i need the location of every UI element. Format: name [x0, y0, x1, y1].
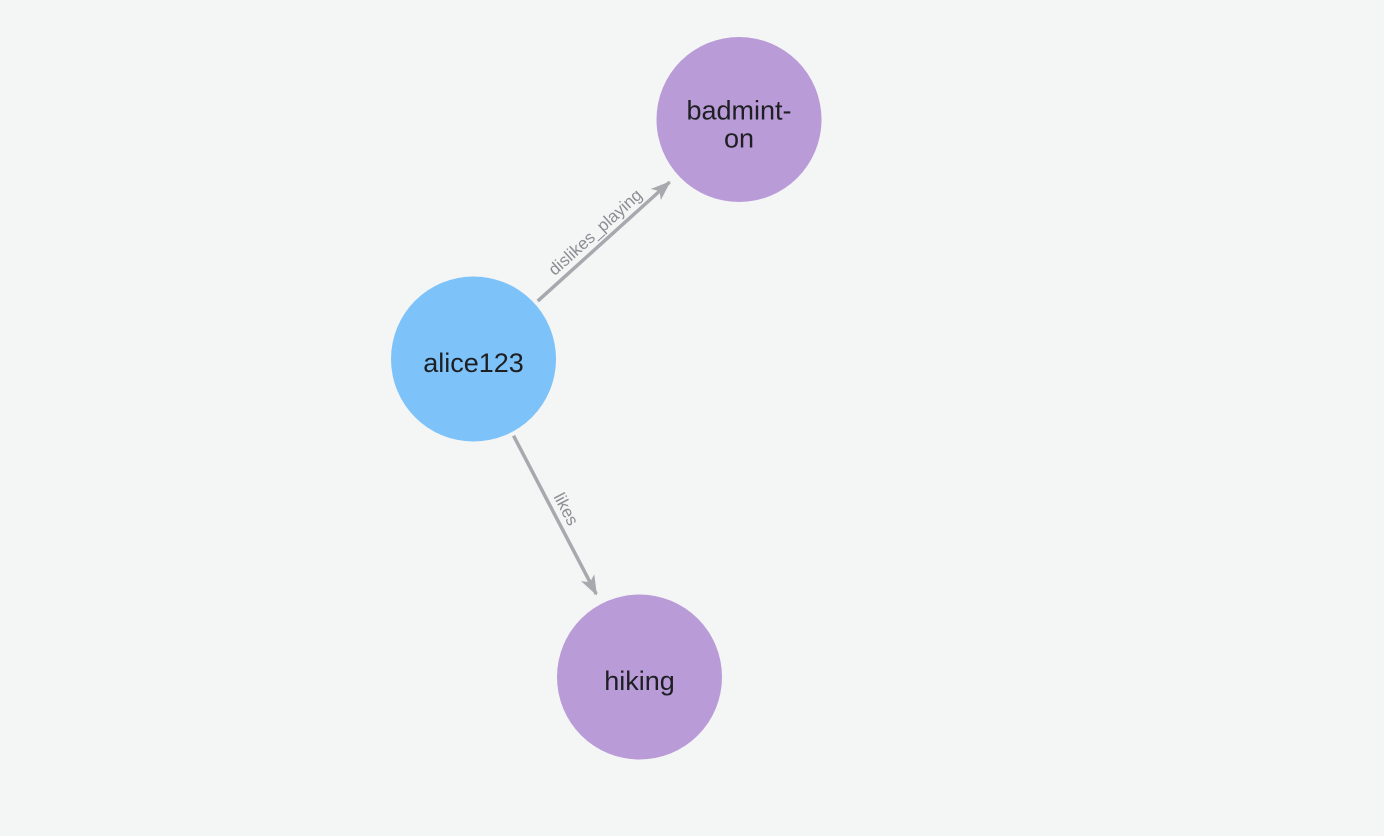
graph-node-badminton[interactable]: badmint-on	[656, 37, 822, 202]
graph-node-hiking[interactable]: hiking	[557, 594, 722, 760]
graph-node-alice123[interactable]: alice123	[391, 276, 556, 442]
node-circle[interactable]	[557, 594, 722, 760]
edge-label: dislikes_playing	[545, 185, 646, 279]
edge-line[interactable]	[536, 180, 671, 303]
edge-line[interactable]	[511, 434, 598, 596]
graph-edge-likes[interactable]: likes	[511, 434, 598, 596]
node-circle[interactable]	[656, 37, 822, 202]
edge-label: likes	[550, 490, 583, 529]
node-circle[interactable]	[391, 276, 556, 442]
graph-edge-dislikes_playing[interactable]: dislikes_playing	[536, 180, 671, 303]
